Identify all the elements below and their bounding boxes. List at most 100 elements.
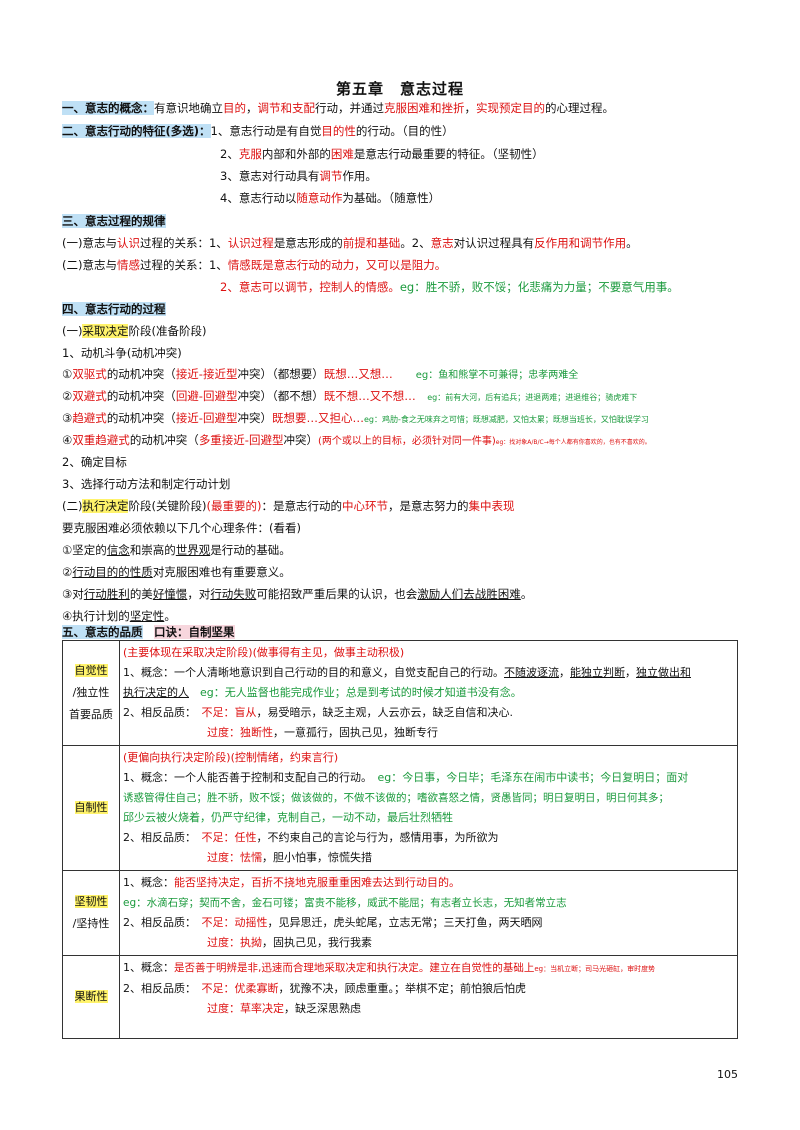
excess-line: 过度：草率决定，缺乏深思熟虑 — [123, 999, 734, 1019]
opposite-line: 2、相反品质： 不足：动摇性，见异思迁，虎头蛇尾，立志无常；三天打鱼，两天晒网 — [123, 913, 734, 933]
text: 是意志形成的 — [273, 236, 343, 250]
keyword: 过度：草率决定 — [207, 1002, 284, 1015]
text: 的心理过程。 — [545, 101, 614, 115]
text: ， — [559, 666, 570, 679]
text: ， — [625, 666, 636, 679]
concept-line: 1、概念：能否坚持决定，百折不挠地克服重重困难去达到行动目的。 — [123, 873, 734, 893]
keyword: 双驱式 — [72, 367, 107, 381]
text: ，缺乏深思熟虑 — [284, 1002, 361, 1015]
keyword: 双避式 — [72, 389, 107, 403]
text: ④ — [62, 433, 73, 447]
text: ，固执己见，我行我素 — [262, 936, 372, 949]
table-row: 果断性 1、概念：是否善于明辨是非,迅速而合理地采取决定和执行决定。建立在自觉性… — [62, 955, 738, 1039]
underlined: 执行决定的人 — [123, 686, 189, 699]
motive-heading: 1、动机斗争(动机冲突) — [62, 346, 182, 360]
section-heading: 四、意志行动的过程 — [62, 302, 166, 316]
keyword: 回避-回避型 — [175, 389, 238, 403]
text: ， — [246, 101, 258, 115]
keyword: 实现预定目的 — [476, 101, 545, 115]
concept-line: 一、意志的概念：有意识地确立目的，调节和支配行动，并通过克服困难和挫折，实现预定… — [62, 100, 614, 116]
opposite-line: 2、相反品质： 不足：优柔寡断，犹豫不决，顾虑重重。；举棋不定；前怕狼后怕虎 — [123, 979, 734, 999]
concept-line: 1、概念：一个人能否善于控制和支配自己的行动。 eg：今日事，今日毕；毛泽东在闹… — [123, 768, 734, 788]
keyword: 意志 — [430, 236, 454, 250]
keyword: 不足：盲从 — [201, 706, 257, 719]
keyword: 2、意志可以调节，控制人的情感。 — [220, 280, 400, 294]
row-content: (主要体现在采取决定阶段)(做事得有主见，做事主动积极) 1、概念：一个人清晰地… — [119, 640, 738, 746]
example: eg：胜不骄，败不馁；化悲痛为力量；不要意气用事。 — [399, 280, 679, 294]
keyword: 克服 — [238, 147, 262, 161]
keyword: 集中表现 — [468, 499, 515, 513]
text: 有意识地确立 — [154, 101, 223, 115]
text: ，易受暗示，缺乏主观，人云亦云，缺乏自信和决心. — [256, 706, 514, 719]
underlined: 能独立判断 — [570, 666, 625, 679]
concept-line: 1、概念：一个人清晰地意识到自己行动的目的和意义，自觉支配自己的行动。不随波逐流… — [123, 663, 734, 683]
underlined: 独立做出和 — [636, 666, 691, 679]
underlined: 坚定性 — [129, 609, 165, 623]
keyword: 中心环节 — [341, 499, 388, 513]
text: 。 — [626, 236, 638, 250]
text: 。 — [520, 587, 533, 601]
text: 2、相反品质： — [123, 916, 191, 929]
text: 对认识过程具有 — [453, 236, 535, 250]
text: 阶段(准备阶段) — [128, 324, 207, 338]
keyword: 既想…又想… — [323, 367, 393, 381]
text: ② — [62, 389, 73, 403]
keyword: 目的性 — [321, 124, 356, 138]
example: 诱惑管得住自己；胜不骄，败不馁；做该做的，不做不该做的；嗜欲喜怒之情，贤愚皆同；… — [123, 792, 669, 804]
condition-1: ①坚定的信念和崇高的世界观是行动的基础。 — [62, 542, 291, 558]
mnemonic-label: 口诀： — [154, 625, 189, 639]
text: (二) — [62, 499, 83, 513]
rule-2-line: (二)意志与情感过程的关系：1、情感既是意志行动的动力，又可以是阻力。 — [62, 257, 446, 273]
text: 和崇高的 — [129, 543, 176, 557]
condition-4: ④执行计划的坚定性。 — [62, 608, 176, 624]
text: ，是意志努力的 — [387, 499, 469, 513]
text: 过程的关系：1、 — [139, 258, 228, 272]
quality-name: 自觉性 — [74, 664, 108, 677]
keyword: 认识 — [116, 236, 140, 250]
keyword: 过度：怯懦 — [207, 851, 262, 864]
stage-note: (主要体现在采取决定阶段)(做事得有主见，做事主动积极) — [123, 646, 405, 659]
text: 3、意志对行动具有 — [220, 169, 320, 183]
text: 过程的关系：1、 — [139, 236, 228, 250]
quality-note: 首要品质 — [69, 708, 113, 721]
keyword: 克服困难和挫折 — [384, 101, 465, 115]
text: 的美 — [129, 587, 153, 601]
keyword: 多重接近-回避型 — [198, 433, 284, 447]
excess-line: 过度：怯懦，胆小怕事，惊慌失措 — [123, 848, 734, 868]
qualities-heading-line: 五、意志的品质 口诀：自制坚果 — [62, 624, 235, 640]
feature-line-2: 2、克服内部和外部的困难是意志行动最重要的特征。（坚韧性） — [220, 146, 544, 162]
keyword: 困难 — [330, 147, 354, 161]
text: ， — [464, 101, 477, 115]
qualities-table: 自觉性 /独立性 首要品质 (主要体现在采取决定阶段)(做事得有主见，做事主动积… — [62, 640, 738, 1039]
concept-line-2: 执行决定的人 eg：无人监督也能完成作业；总是到考试的时候才知道书没有念。 — [123, 683, 734, 703]
quality-name: 坚韧性 — [74, 895, 108, 908]
text: 是意志行动最重要的特征。（坚韧性） — [353, 147, 544, 161]
row-label: 坚韧性 /坚持性 — [62, 870, 120, 956]
keyword: 既想要…又担心… — [271, 411, 364, 425]
condition-3: ③对行动胜利的美好憧憬，对行动失败可能招致严重后果的认识，也会激励人们去战胜困难… — [62, 586, 532, 602]
text: ② — [62, 565, 73, 579]
example: eg：找对象A/B/C→每个人都有你喜欢的，也有不喜欢的。 — [495, 439, 651, 446]
row-label: 自制性 — [62, 745, 120, 871]
text: ③对 — [62, 587, 84, 601]
quality-name: 果断性 — [74, 990, 108, 1003]
mnemonic-text: 自制坚果 — [188, 625, 235, 639]
example: eg：前有大河，后有追兵；进退两难；进退维谷；骑虎难下 — [427, 393, 638, 402]
example: eg：无人监督也能完成作业；总是到考试的时候才知道书没有念。 — [200, 686, 522, 699]
conflict-1-line: ①双驱式的动机冲突（接近-接近型冲突）（都想要）既想…又想… eg：鱼和熊掌不可… — [62, 366, 578, 384]
excess-line: 过度：执拗，固执己见，我行我素 — [123, 933, 734, 953]
concept-line: 1、概念：是否善于明辨是非,迅速而合理地采取决定和执行决定。建立在自觉性的基础上… — [123, 958, 734, 979]
keyword: 情感 — [116, 258, 140, 272]
table-row: 自觉性 /独立性 首要品质 (主要体现在采取决定阶段)(做事得有主见，做事主动积… — [62, 640, 738, 746]
page-number: 105 — [717, 1068, 738, 1081]
text: ①坚定的 — [62, 543, 107, 557]
text: ：是意志行动的 — [261, 499, 342, 513]
conflict-3-line: ③趋避式的动机冲突（接近-回避型冲突）既想要…又担心…eg：鸡肋-食之无味弃之可… — [62, 410, 649, 428]
stage-1-line: (一)采取决定阶段(准备阶段) — [62, 323, 206, 339]
underlined: 激励人们去战胜困难 — [417, 587, 521, 601]
text: 内部和外部的 — [261, 147, 331, 161]
text: ④执行计划的 — [62, 609, 130, 623]
underlined: 不随波逐流 — [504, 666, 559, 679]
keyword: 趋避式 — [72, 411, 107, 425]
keyword: 过度：独断性 — [207, 726, 273, 739]
